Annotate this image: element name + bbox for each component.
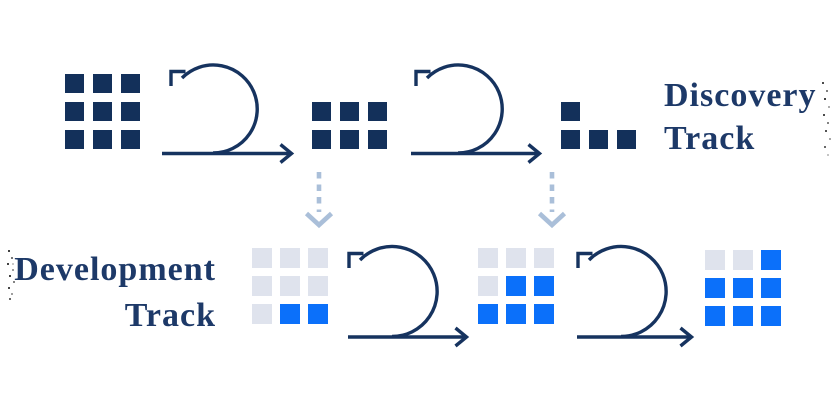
discovery-sprint-loop-arrow-1 [162,63,295,164]
work-item-cell-gray [705,250,725,270]
discovery-sprint-3-grid [561,102,636,149]
work-item-cell-blue [733,278,753,298]
discovery-track-label-line1: Discovery [664,77,817,114]
down-chevron-icon [537,211,567,229]
handoff-arrow-2 [537,172,567,229]
work-item-cell-gray [506,248,526,268]
work-item-cell-navy [589,130,608,149]
down-chevron-icon [304,211,334,229]
development-sprint-loop-arrow-2 [576,244,695,348]
discovery-sprint-2-grid [312,102,387,149]
forward-arrowhead-icon [679,326,695,348]
work-item-cell-navy [617,130,636,149]
work-item-cell-navy [93,130,112,149]
work-item-cell-navy [65,74,84,93]
forward-arrowhead-icon [527,143,543,164]
work-item-cell-blue [705,278,725,298]
work-item-cell-blue [705,306,725,326]
work-item-cell-gray [308,248,328,268]
work-item-cell-blue [478,304,498,324]
empty-cell [617,102,636,121]
work-item-cell-gray [733,250,753,270]
loop-arrowhead-icon [414,69,431,86]
work-item-cell-gray [280,248,300,268]
work-item-cell-navy [93,74,112,93]
discovery-sprint-loop-arrow-2 [411,63,543,164]
work-item-cell-gray [252,304,272,324]
work-item-cell-navy [561,102,580,121]
handoff-arrow-1 [304,172,334,229]
development-sprint-loop-arrow-1 [347,244,470,348]
work-item-cell-blue [506,276,526,296]
work-item-cell-navy [312,130,331,149]
forward-arrowhead-icon [454,326,470,348]
work-item-cell-blue [761,278,781,298]
discovery-track-label-line2: Track [664,120,756,157]
development-track-label-line1: Development [14,251,216,288]
work-item-cell-gray [478,248,498,268]
work-item-cell-navy [93,102,112,121]
work-item-cell-navy [368,102,387,121]
forward-arrowhead-icon [279,143,295,164]
work-item-cell-blue [761,306,781,326]
loop-arrowhead-icon [347,251,364,268]
work-item-cell-blue [733,306,753,326]
loop-arrowhead-icon [576,251,593,268]
work-item-cell-gray [478,276,498,296]
development-track-label-line2: Track [124,297,216,334]
work-item-cell-gray [308,276,328,296]
development-sprint-1-grid [252,248,328,324]
work-item-cell-gray [252,248,272,268]
work-item-cell-navy [340,130,359,149]
work-item-cell-navy [340,102,359,121]
work-item-cell-navy [312,102,331,121]
work-item-cell-navy [121,74,140,93]
work-item-cell-blue [761,250,781,270]
work-item-cell-navy [65,130,84,149]
work-item-cell-navy [368,130,387,149]
empty-cell [589,102,608,121]
development-track-label: Development Track [14,247,216,339]
development-sprint-2-grid [478,248,554,324]
work-item-cell-navy [561,130,580,149]
discovery-track-label: Discovery Track [664,74,817,160]
work-item-cell-blue [280,304,300,324]
discovery-sprint-1-grid [65,74,140,149]
torn-edge-artifact-right [822,80,824,82]
loop-arrowhead-icon [169,69,186,86]
work-item-cell-gray [252,276,272,296]
work-item-cell-blue [506,304,526,324]
torn-edge-artifact-left [8,248,10,250]
work-item-cell-blue [308,304,328,324]
development-sprint-3-grid [705,250,781,326]
work-item-cell-gray [534,248,554,268]
work-item-cell-navy [65,102,84,121]
work-item-cell-navy [121,102,140,121]
work-item-cell-gray [280,276,300,296]
work-item-cell-blue [534,276,554,296]
work-item-cell-navy [121,130,140,149]
work-item-cell-blue [534,304,554,324]
